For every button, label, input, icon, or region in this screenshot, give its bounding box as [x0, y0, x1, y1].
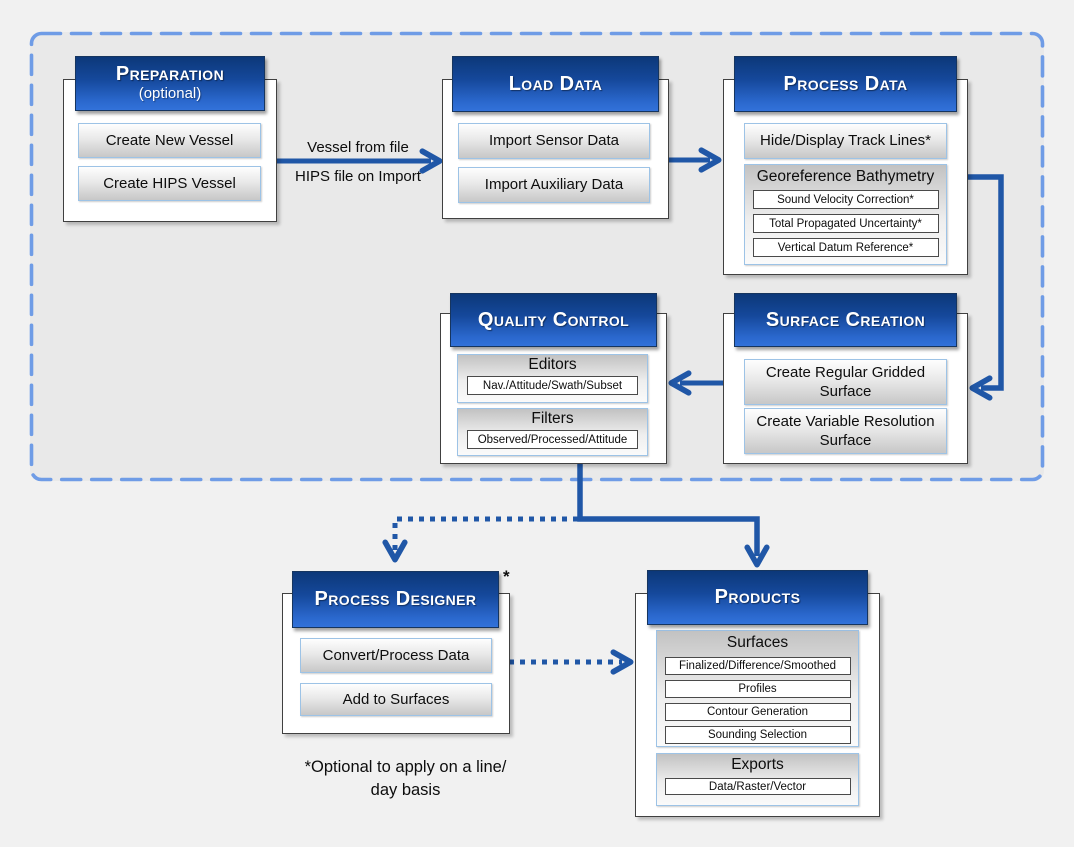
products-header: Products — [647, 570, 868, 625]
filters-item: Observed/Processed/Attitude — [467, 430, 638, 449]
filters-title: Filters — [531, 410, 574, 427]
create-regular-gridded-surface-button: Create Regular Gridded Surface — [744, 359, 947, 405]
editors-group: Editors Nav./Attitude/Swath/Subset — [457, 354, 648, 403]
quality-control-title: Quality Control — [477, 308, 630, 331]
process-data-title: Process Data — [783, 72, 908, 95]
load-data-title: Load Data — [508, 72, 603, 95]
sound-velocity-correction-item: Sound Velocity Correction* — [752, 190, 939, 209]
import-auxiliary-data-button: Import Auxiliary Data — [458, 167, 650, 203]
products-title: Products — [714, 586, 801, 608]
surfaces-group: Surfaces Finalized/Difference/Smoothed P… — [656, 630, 859, 747]
data-raster-vector-item: Data/Raster/Vector — [664, 778, 851, 795]
process-designer-header: Process Designer — [292, 571, 499, 628]
surface-creation-header: Surface Creation — [734, 293, 957, 347]
hide-display-track-lines-button: Hide/Display Track Lines* — [744, 123, 947, 159]
footnote-line2: day basis — [370, 781, 441, 800]
process-data-header: Process Data — [734, 56, 957, 112]
finalized-difference-smoothed-item: Finalized/Difference/Smoothed — [664, 657, 851, 675]
create-hips-vessel-button: Create HIPS Vessel — [78, 166, 261, 201]
georeference-bathymetry-group: Georeference Bathymetry Sound Velocity C… — [744, 164, 947, 265]
import-sensor-data-button: Import Sensor Data — [458, 123, 650, 159]
create-variable-resolution-surface-button: Create Variable Resolution Surface — [744, 408, 947, 454]
filters-group: Filters Observed/Processed/Attitude — [457, 408, 648, 456]
editors-item: Nav./Attitude/Swath/Subset — [467, 376, 638, 395]
convert-process-data-button: Convert/Process Data — [300, 638, 492, 673]
products-panel: Surfaces Finalized/Difference/Smoothed P… — [635, 593, 880, 817]
footnote-line1: *Optional to apply on a line/ — [304, 758, 507, 776]
exports-title: Exports — [731, 756, 784, 773]
profiles-item: Profiles — [664, 680, 851, 698]
editors-title: Editors — [528, 356, 577, 373]
georeference-bathymetry-title: Georeference Bathymetry — [756, 168, 935, 185]
quality-control-header: Quality Control — [450, 293, 657, 347]
sounding-selection-item: Sounding Selection — [664, 726, 851, 744]
preparation-title: Preparation — [115, 63, 225, 86]
vertical-datum-reference-item: Vertical Datum Reference* — [752, 238, 939, 257]
process-designer-title: Process Designer — [314, 588, 477, 610]
process-designer-asterisk: * — [503, 567, 510, 586]
surfaces-title: Surfaces — [726, 634, 789, 651]
preparation-subtitle: (optional) — [138, 85, 202, 103]
hips-file-on-import-label: HIPS file on Import — [295, 168, 421, 185]
surface-creation-title: Surface Creation — [765, 308, 926, 331]
exports-group: Exports Data/Raster/Vector — [656, 753, 859, 806]
add-to-surfaces-button: Add to Surfaces — [300, 683, 492, 716]
contour-generation-item: Contour Generation — [664, 703, 851, 721]
dotted-arrow-quality-control-to-process-designer — [382, 516, 578, 563]
vessel-from-file-label: Vessel from file — [307, 139, 409, 156]
load-data-header: Load Data — [452, 56, 659, 112]
preparation-header: Preparation (optional) — [75, 56, 265, 111]
create-new-vessel-button: Create New Vessel — [78, 123, 261, 158]
footnote: *Optional to apply on a line/ day basis — [283, 756, 528, 802]
total-propagated-uncertainty-item: Total Propagated Uncertainty* — [752, 214, 939, 233]
